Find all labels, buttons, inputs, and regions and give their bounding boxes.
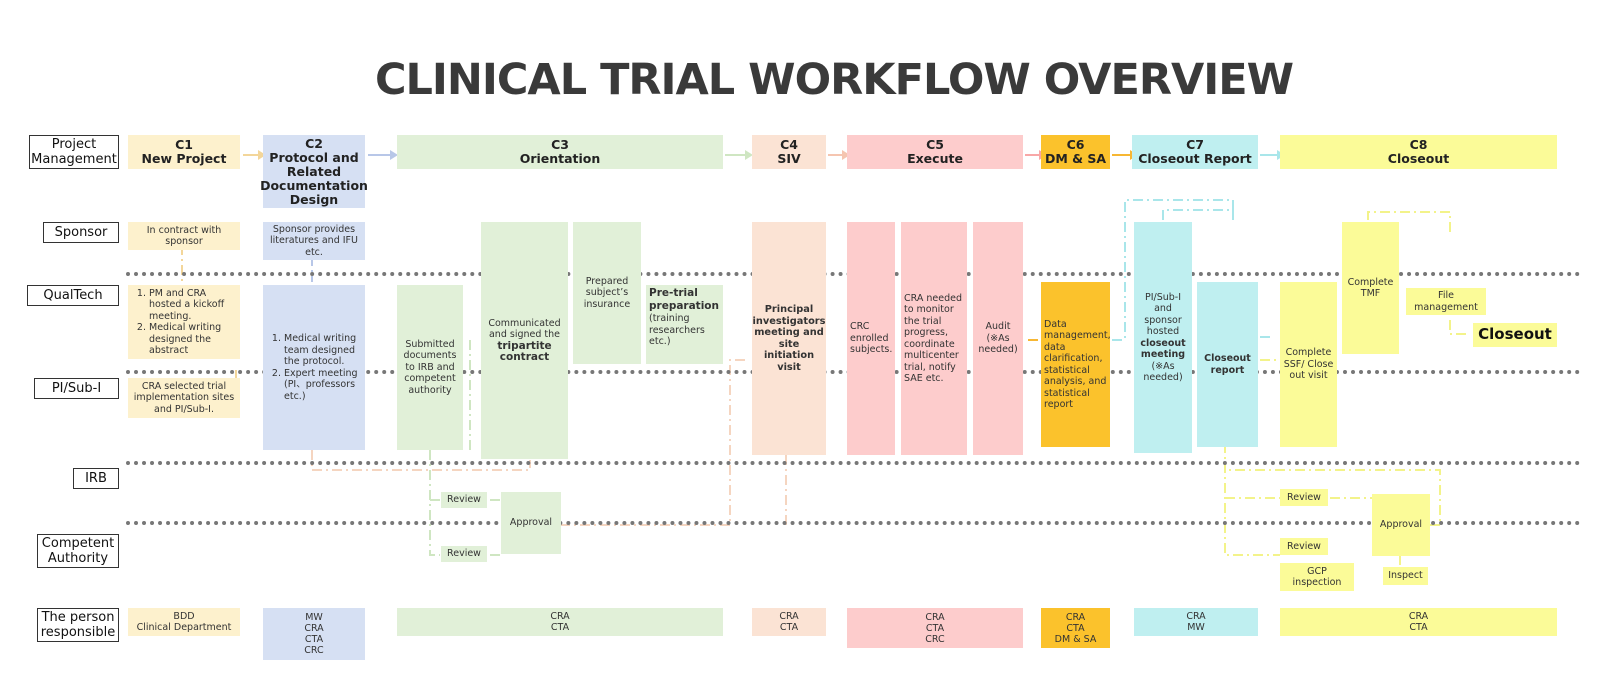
task-c5-cra: CRA needed to monitor the trial progress… [901,222,967,455]
lane-label-project-management: Project Management [29,135,119,169]
task-c5-crc: CRC enrolled subjects. [847,222,895,455]
task-c1-pi: CRA selected trial implementation sites … [128,378,240,418]
task-c2-protocol: Medical writing team designed the protoc… [263,285,365,450]
task-c7-closeout-report: Closeout report [1197,282,1258,447]
task-c8-approval: Approval [1372,494,1430,556]
task-c3-insurance: Prepared subject’s insurance [573,222,641,364]
task-c8-complete-tmf: Complete TMF [1342,222,1399,354]
task-c8-closeout: Closeout [1473,323,1557,347]
lane-separator-irb [126,461,1581,465]
task-c3-submitted: Submitted documents to IRB and competent… [397,285,463,450]
lane-label-person-responsible: The person responsible [37,608,119,642]
task-c8-inspect: Inspect [1383,567,1428,585]
lane-label-qualtech: QualTech [27,285,119,306]
task-c8-review-irb: Review [1280,489,1328,506]
task-c8-file-management: File management [1406,288,1486,315]
lane-label-sponsor: Sponsor [43,222,119,243]
lane-label-competent-authority: Competent Authority [37,534,119,568]
task-c3-pretrial: Pre-trial preparation(training researche… [646,285,723,364]
task-c1-sponsor: In contract with sponsor [128,222,240,250]
task-c8-review-ca: Review [1280,538,1328,555]
task-c1-qualtech: PM and CRA hosted a kickoff meeting.Medi… [128,285,240,359]
task-c6-data-management: Data management, data clarification, sta… [1041,282,1111,447]
task-c4-meeting: Principal investigators meeting and site… [752,222,826,455]
task-c3-review-ca: Review [441,546,487,562]
task-c8-gcp-inspection: GCP inspection [1280,563,1354,591]
page-title: CLINICAL TRIAL WORKFLOW OVERVIEW [374,55,1294,105]
task-c3-review-irb: Review [441,492,487,508]
task-c5-audit: Audit (※As needed) [973,222,1023,455]
task-c2-sponsor: Sponsor provides literatures and IFU etc… [263,222,365,260]
lane-separator-ca [126,521,1581,525]
lane-label-pi-sub-i: PI/Sub-I [34,378,119,399]
task-c8-complete-ssf: Complete SSF/ Close out visit [1280,282,1337,447]
lane-label-irb: IRB [73,468,119,489]
task-c3-approval: Approval [501,492,561,554]
